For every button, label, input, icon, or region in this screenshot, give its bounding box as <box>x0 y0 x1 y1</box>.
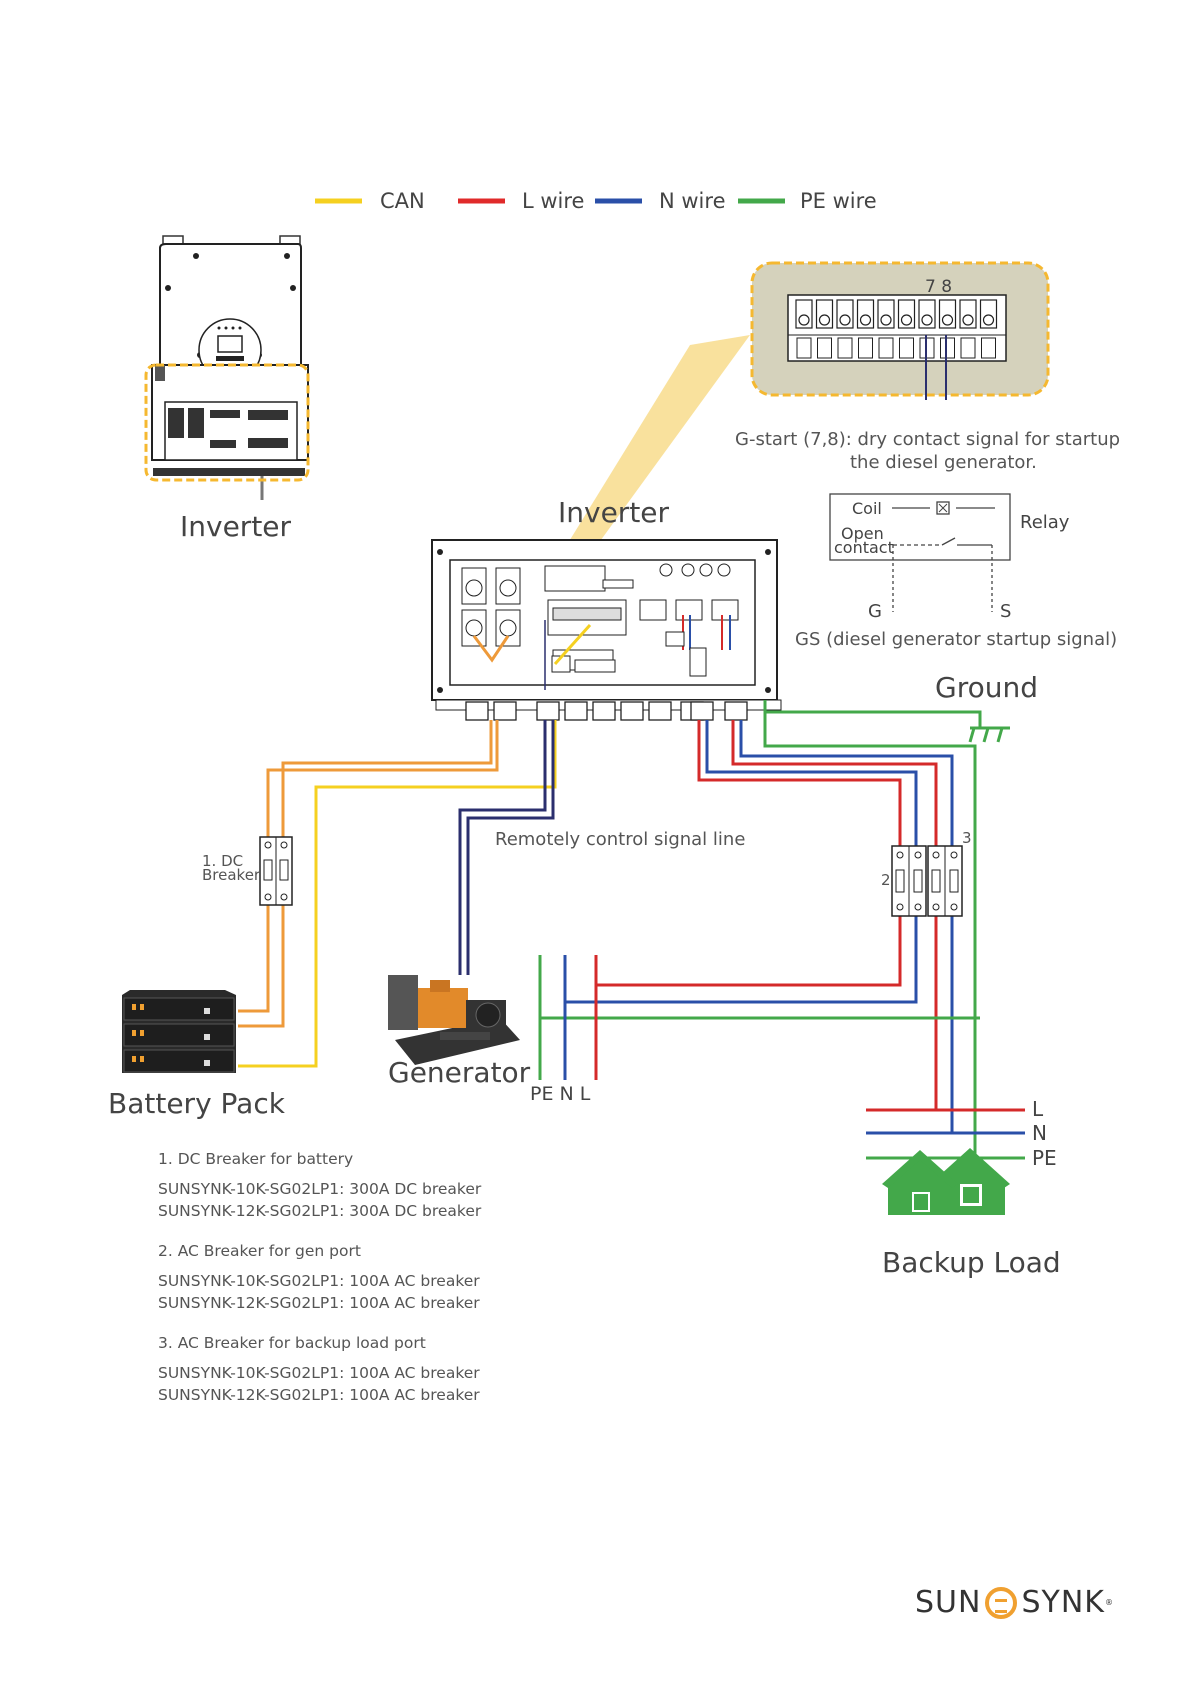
terminal-clamp <box>817 337 832 359</box>
legend-n-label: N wire <box>659 189 726 213</box>
output-pe-label: PE <box>1032 1146 1057 1170</box>
breaker-note-line: SUNSYNK-10K-SG02LP1: 100A AC breaker <box>158 1364 480 1382</box>
terminal-screw <box>818 314 831 326</box>
cable-gland <box>536 701 560 721</box>
terminal-screw <box>982 314 995 326</box>
relay-contact-label: contact <box>834 538 894 557</box>
legend: CAN L wire N wire PE wire <box>315 189 877 213</box>
breaker-note-line: SUNSYNK-12K-SG02LP1: 100A AC breaker <box>158 1386 480 1404</box>
inverter-front-label: Inverter <box>180 510 292 543</box>
ac-breaker-gen <box>891 845 927 917</box>
gstart-description-line1: G-start (7,8): dry contact signal for st… <box>735 429 1120 450</box>
dc-breaker-label-2: Breaker <box>202 866 261 884</box>
generator-label: Generator <box>388 1056 531 1089</box>
breaker-2-label: 2 <box>881 871 891 889</box>
gs-signal-label: GS (diesel generator startup signal) <box>795 629 1117 650</box>
breaker-note-line: SUNSYNK-12K-SG02LP1: 100A AC breaker <box>158 1294 480 1312</box>
dc-breaker <box>259 836 293 906</box>
cable-gland <box>648 701 672 721</box>
terminal-screw <box>798 314 810 326</box>
pe-cables <box>538 700 982 1158</box>
legend-l-label: L wire <box>522 189 584 213</box>
terminal-clamp <box>899 337 914 359</box>
gs-s-label: S <box>1000 601 1011 622</box>
display-screen <box>217 335 243 353</box>
inverter-main-label: Inverter <box>558 496 670 529</box>
breaker-note-line: SUNSYNK-10K-SG02LP1: 300A DC breaker <box>158 1180 482 1198</box>
terminal-screw <box>880 314 892 326</box>
logo-text-left: SUN <box>915 1585 982 1620</box>
cable-gland <box>690 701 714 721</box>
cable-gland <box>620 701 644 721</box>
generator <box>388 975 520 1065</box>
relay-coil-label: Coil <box>852 499 882 518</box>
legend-pe-label: PE wire <box>800 189 877 213</box>
terminal-clamp <box>960 337 976 359</box>
inverter-front-view <box>144 235 310 500</box>
terminal-screw <box>921 314 933 326</box>
gen-signal-cables <box>458 720 555 975</box>
terminal-screw <box>859 314 872 326</box>
remote-signal-label: Remotely control signal line <box>495 829 745 850</box>
terminal-clamp <box>858 337 873 359</box>
breaker-note-title: 1. DC Breaker for battery <box>158 1150 354 1168</box>
breaker-note-line: SUNSYNK-10K-SG02LP1: 100A AC breaker <box>158 1272 480 1290</box>
gs-g-label: G <box>868 601 882 622</box>
generator-terminal-labels: PE N L <box>530 1083 591 1105</box>
battery-pack <box>122 990 236 1073</box>
output-n-label: N <box>1032 1121 1047 1145</box>
terminal-screw <box>900 314 913 326</box>
inverter-terminal-highlight <box>144 363 310 482</box>
terminal-screw <box>941 314 954 326</box>
battery-cables <box>238 720 557 1068</box>
logo-sun-icon <box>985 1586 1018 1619</box>
terminal-clamp <box>981 337 996 359</box>
ground-label: Ground <box>935 671 1038 704</box>
legend-can-label: CAN <box>380 189 425 213</box>
gstart-description-line2: the diesel generator. <box>850 452 1037 473</box>
terminal-numbers: 7 8 <box>925 277 952 297</box>
terminal-screw <box>839 314 851 326</box>
relay-schematic <box>829 493 1011 612</box>
gen-port-cables <box>563 720 918 1004</box>
cable-gland <box>465 701 489 721</box>
cable-gland <box>724 701 748 721</box>
terminal-clamp <box>837 337 853 359</box>
cable-gland <box>493 701 517 721</box>
inverter-wiring-compartment <box>431 539 782 711</box>
load-port-cables <box>731 720 954 1133</box>
terminal-clamp <box>796 337 812 359</box>
cable-gland <box>592 701 616 721</box>
breaker-note-line: SUNSYNK-12K-SG02LP1: 300A DC breaker <box>158 1202 482 1220</box>
logo-registered-mark: ® <box>1104 1598 1114 1607</box>
breaker-note-title: 3. AC Breaker for backup load port <box>158 1334 426 1352</box>
terminal-clamp <box>878 337 894 359</box>
relay-open-label: Open <box>841 524 884 543</box>
sunsynk-logo: SUN SYNK ® <box>915 1585 1114 1620</box>
breaker-note-title: 2. AC Breaker for gen port <box>158 1242 361 1260</box>
backup-load-house-icon <box>882 1148 1010 1215</box>
backup-load-label: Backup Load <box>882 1246 1061 1279</box>
relay-label: Relay <box>1020 512 1070 533</box>
breaker-3-label: 3 <box>962 829 972 847</box>
dc-breaker-label-1: 1. DC <box>202 852 243 870</box>
battery-pack-label: Battery Pack <box>108 1087 286 1120</box>
output-l-label: L <box>1032 1097 1044 1121</box>
ground-symbol <box>968 726 1010 743</box>
terminal-clamp <box>940 337 955 359</box>
logo-text-right: SYNK <box>1021 1585 1105 1620</box>
zoom-beam <box>560 335 750 566</box>
terminal-screw <box>962 314 974 326</box>
ac-breaker-load <box>927 845 963 917</box>
gstart-terminal-zoom <box>750 261 1050 397</box>
cable-gland <box>564 701 588 721</box>
